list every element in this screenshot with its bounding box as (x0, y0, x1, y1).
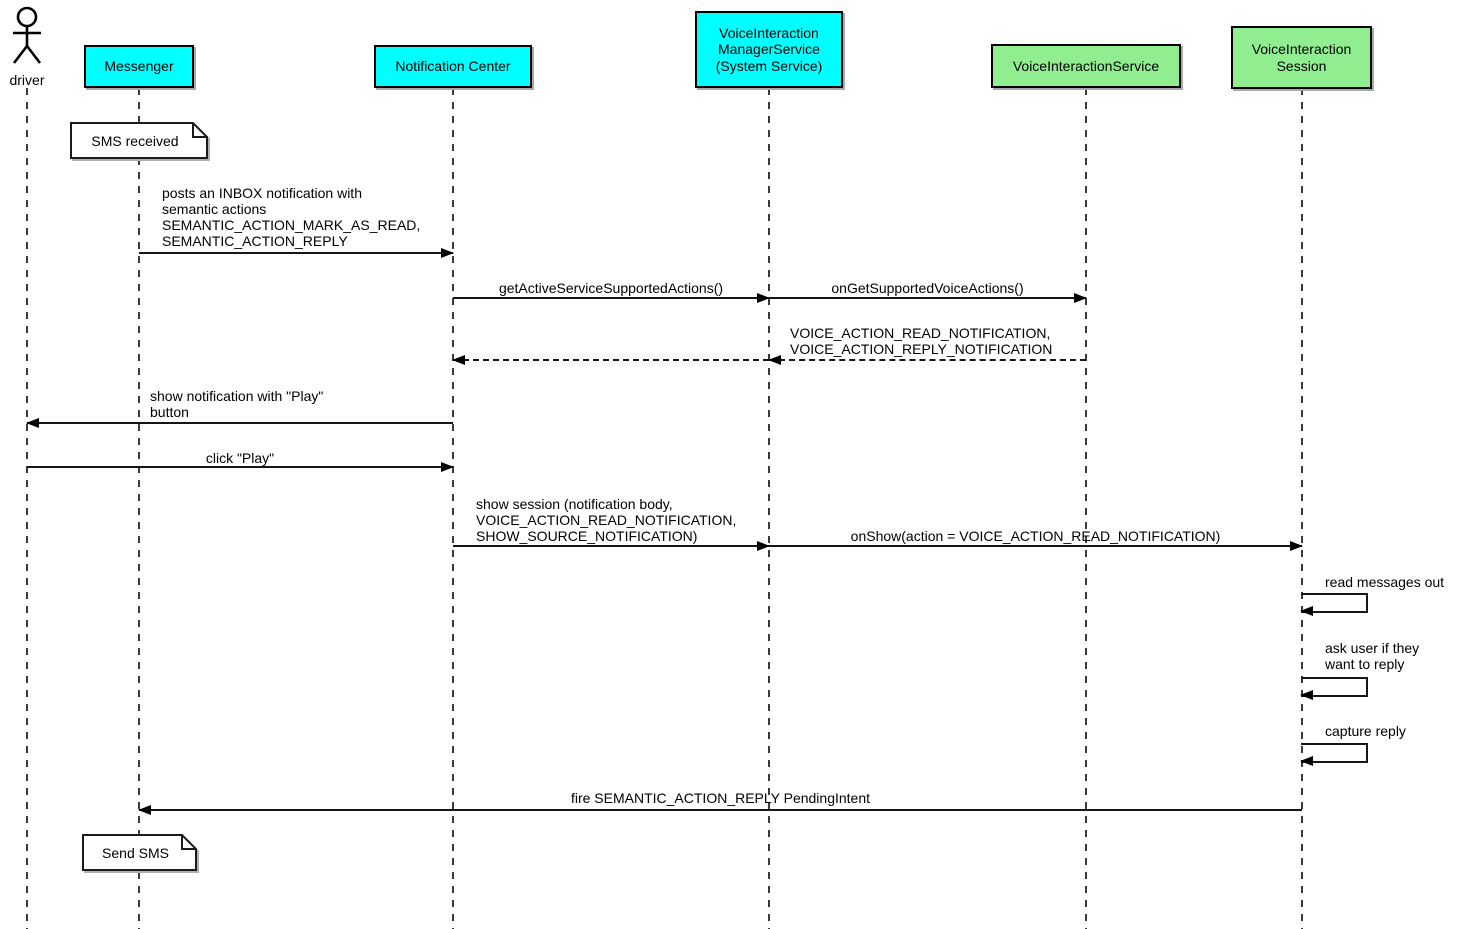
self-message-arrow (1300, 593, 1368, 616)
message-label-on-get-supported-voice-actions: onGetSupportedVoiceActions() (831, 280, 1024, 296)
participant-label: VoiceInteraction Session (1251, 41, 1352, 74)
message-label-capture-reply: capture reply (1325, 723, 1406, 739)
note-shape-icon (70, 122, 210, 161)
return-arrow (768, 355, 1086, 365)
lifeline-messenger (138, 88, 140, 929)
note-text: SMS received (91, 132, 179, 149)
message-label-posts-inbox-notification: posts an INBOX notification with semanti… (162, 185, 421, 249)
actor-label: driver (9, 72, 45, 88)
message-label-voice-action-return: VOICE_ACTION_READ_NOTIFICATION, VOICE_AC… (790, 325, 1053, 357)
message-label-click-play: click "Play" (205, 450, 275, 466)
lifeline-voiceinteraction-session (1301, 88, 1303, 929)
self-message-arrow (1300, 677, 1368, 700)
note-text: Send SMS (102, 844, 169, 861)
message-arrow (26, 418, 453, 428)
message-label-get-active-service-supported-actions: getActiveServiceSupportedActions() (498, 280, 724, 296)
participant-notification-center: Notification Center (374, 45, 532, 88)
message-label-on-show: onShow(action = VOICE_ACTION_READ_NOTIFI… (850, 528, 1221, 544)
actor-driver: driver (0, 4, 54, 90)
self-message-arrow (1300, 743, 1368, 766)
message-arrow (453, 541, 770, 551)
message-arrow (138, 805, 1302, 815)
message-label-show-notification: show notification with "Play" button (150, 388, 324, 420)
lifeline-driver (26, 88, 28, 929)
participant-voiceinteraction-session: VoiceInteraction Session (1231, 26, 1372, 89)
message-label-show-session: show session (notification body, VOICE_A… (476, 496, 737, 544)
participant-label: VoiceInteractionService (1012, 57, 1160, 74)
message-label-read-messages-out: read messages out (1325, 574, 1445, 590)
note-shape-icon (82, 834, 199, 873)
message-arrow (139, 248, 454, 258)
participant-label: Messenger (104, 58, 174, 75)
lifeline-voiceinteraction-managerservice (768, 88, 770, 929)
message-label-fire-pending-intent: fire SEMANTIC_ACTION_REPLY PendingIntent (570, 790, 871, 806)
participant-label: VoiceInteraction ManagerService (System … (715, 24, 823, 74)
note-send-sms: Send SMS (82, 834, 199, 873)
message-label-ask-user-reply: ask user if they want to reply (1325, 640, 1420, 672)
participant-label: Notification Center (395, 58, 511, 75)
participant-voiceinteraction-managerservice: VoiceInteraction ManagerService (System … (695, 11, 843, 88)
participant-messenger: Messenger (84, 45, 194, 88)
note-sms-received: SMS received (70, 122, 210, 161)
message-arrow (769, 541, 1303, 551)
return-arrow (452, 355, 769, 365)
lifeline-notification-center (452, 88, 454, 929)
participant-voiceinteractionservice: VoiceInteractionService (991, 44, 1181, 88)
message-arrow (453, 293, 770, 303)
message-arrow (769, 293, 1087, 303)
lifeline-voiceinteractionservice (1085, 88, 1087, 929)
message-arrow (27, 462, 454, 472)
